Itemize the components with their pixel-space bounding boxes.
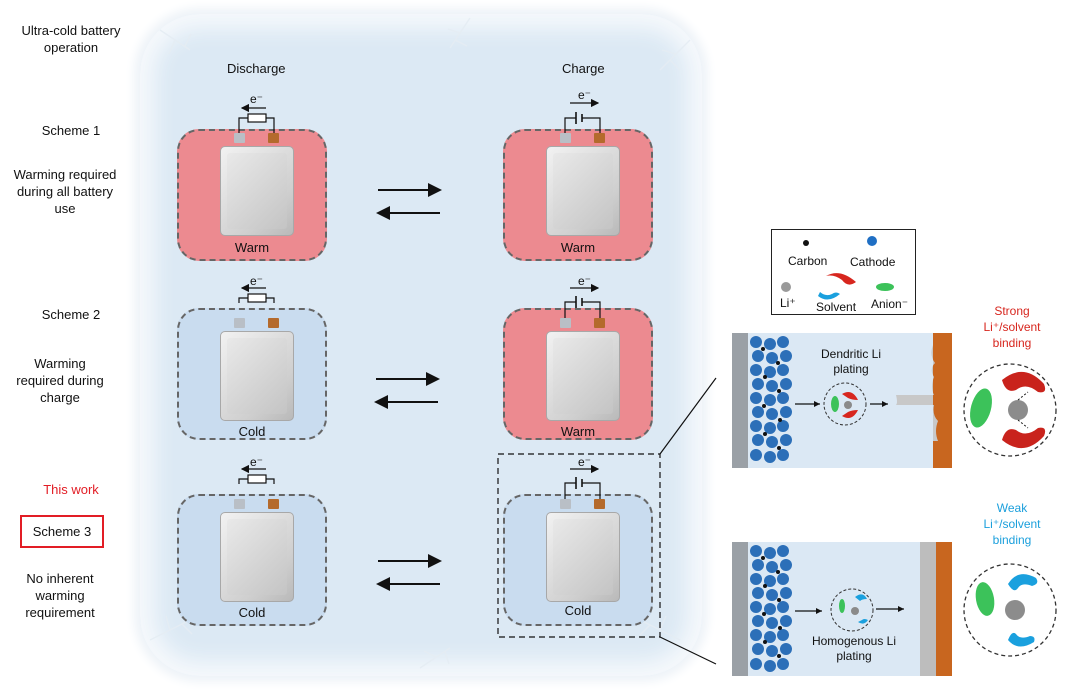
discharge-heading: Discharge bbox=[227, 61, 286, 76]
negative-terminal bbox=[560, 133, 571, 143]
scheme2-description: Warming required during charge bbox=[16, 356, 104, 405]
legend-carbon: Carbon bbox=[788, 254, 828, 268]
positive-terminal bbox=[594, 499, 605, 509]
scheme3-discharge-state: Cold bbox=[238, 605, 266, 620]
weak-binding-label: Weak Li⁺/solvent binding bbox=[983, 501, 1041, 547]
positive-terminal bbox=[594, 133, 605, 143]
electron-label: e⁻ bbox=[250, 92, 264, 106]
homogenous-plating-label: Homogenous Li plating bbox=[811, 634, 897, 663]
positive-terminal bbox=[268, 133, 279, 143]
strong-binding-label: Strong Li⁺/solvent binding bbox=[983, 304, 1041, 350]
scheme3-label: Scheme 3 bbox=[20, 515, 104, 548]
electron-label: e⁻ bbox=[578, 455, 592, 469]
legend: Carbon Cathode Li⁺ Solvent Anion⁻ bbox=[771, 229, 916, 315]
battery bbox=[220, 331, 294, 421]
scheme2-discharge-state: Cold bbox=[238, 424, 266, 439]
this-work-label: This work bbox=[43, 482, 99, 497]
negative-terminal bbox=[560, 318, 571, 328]
battery bbox=[546, 146, 620, 236]
electron-label: e⁻ bbox=[578, 274, 592, 288]
negative-terminal bbox=[560, 499, 571, 509]
legend-li: Li⁺ bbox=[780, 296, 796, 310]
positive-terminal bbox=[268, 318, 279, 328]
dendritic-plating-label: Dendritic Li plating bbox=[820, 347, 882, 376]
electron-label: e⁻ bbox=[250, 455, 264, 469]
scheme3-description: No inherent warming requirement bbox=[25, 571, 95, 620]
scheme1-description: Warming required during all battery use bbox=[13, 167, 117, 216]
scheme1-charge-state: Warm bbox=[560, 240, 596, 255]
negative-terminal bbox=[234, 133, 245, 143]
positive-terminal bbox=[268, 499, 279, 509]
scheme1-label: Scheme 1 bbox=[41, 123, 101, 138]
scheme1-discharge-state: Warm bbox=[234, 240, 270, 255]
negative-terminal bbox=[234, 499, 245, 509]
battery bbox=[220, 512, 294, 602]
legend-cathode: Cathode bbox=[850, 255, 896, 269]
legend-symbols bbox=[781, 236, 894, 300]
title-label: Ultra-cold battery operation bbox=[21, 23, 121, 55]
scheme3-charge-state: Cold bbox=[564, 603, 592, 618]
battery bbox=[546, 331, 620, 421]
electron-label: e⁻ bbox=[250, 274, 264, 288]
battery bbox=[546, 512, 620, 602]
scheme2-label: Scheme 2 bbox=[41, 307, 101, 322]
charge-heading: Charge bbox=[562, 61, 605, 76]
legend-solvent: Solvent bbox=[816, 300, 857, 314]
electron-label: e⁻ bbox=[578, 88, 592, 102]
negative-terminal bbox=[234, 318, 245, 328]
battery bbox=[220, 146, 294, 236]
positive-terminal bbox=[594, 318, 605, 328]
scheme2-charge-state: Warm bbox=[560, 424, 596, 439]
legend-anion: Anion⁻ bbox=[871, 297, 909, 311]
